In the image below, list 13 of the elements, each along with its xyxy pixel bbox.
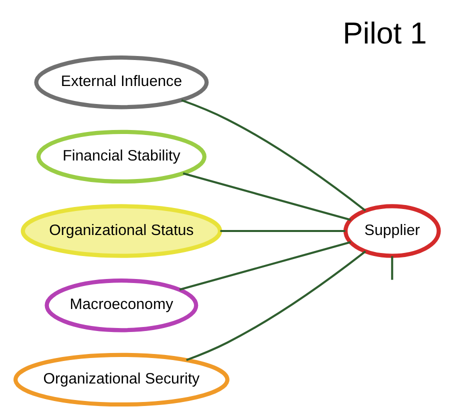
- node-ellipse: Organizational Security: [13, 352, 230, 407]
- connector: [179, 241, 351, 291]
- diagram-title: Pilot 1: [342, 17, 427, 50]
- connector: [181, 99, 366, 212]
- connector: [186, 250, 366, 362]
- connector: [391, 256, 394, 280]
- node-ellipse: Supplier: [343, 204, 441, 258]
- connector: [220, 230, 346, 232]
- node-ellipse: External Influence: [34, 56, 209, 110]
- node-ellipse: Organizational Status: [20, 204, 222, 258]
- node-ellipse: Financial Stability: [36, 130, 206, 184]
- node-ellipse: Macroeconomy: [44, 278, 198, 332]
- connector: [182, 172, 351, 221]
